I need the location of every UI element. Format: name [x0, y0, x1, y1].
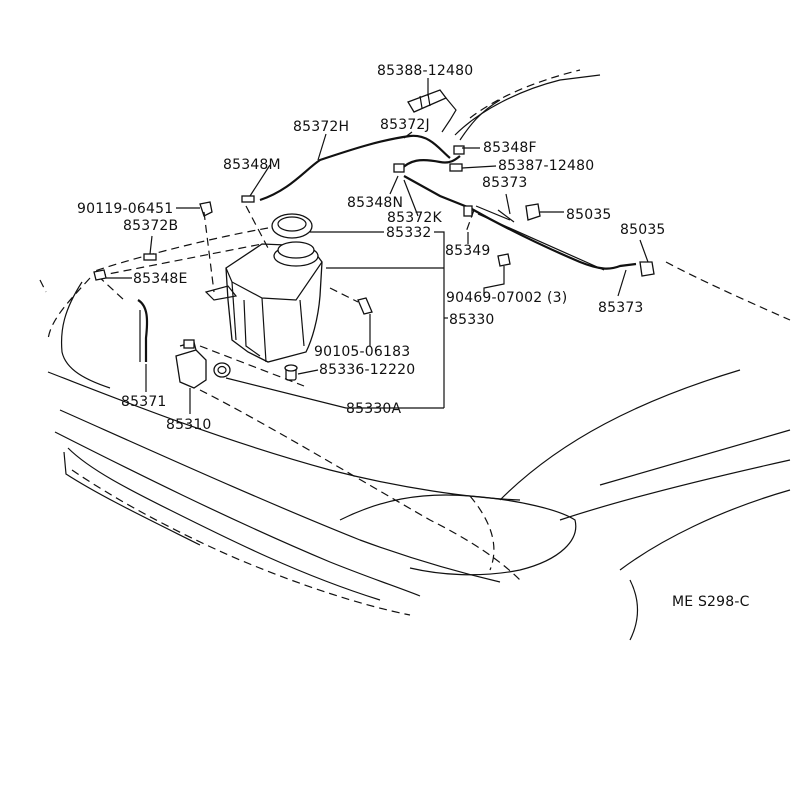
nozzle-85388	[407, 89, 448, 113]
washer-pump	[175, 339, 231, 389]
leader-lines	[106, 78, 649, 414]
label-85348N: 85348N	[347, 195, 403, 211]
label-85035-b: 85035	[620, 222, 666, 238]
label-85348F: 85348F	[483, 140, 537, 156]
label-85349: 85349	[445, 243, 491, 259]
fittings	[93, 89, 655, 281]
bolt	[329, 287, 373, 315]
clip-90469	[497, 253, 511, 267]
label-85330A: 85330A	[346, 401, 402, 417]
nozzle-85035-b	[639, 261, 655, 277]
label-85372H: 85372H	[293, 119, 349, 135]
label-85373-top: 85373	[482, 175, 528, 191]
label-85035-a: 85035	[566, 207, 612, 223]
label-90469-07002: 90469-07002 (3)	[446, 290, 567, 306]
washer-tank	[204, 213, 323, 363]
label-85336-12220: 85336-12220	[319, 362, 415, 378]
joint-85372B	[143, 253, 157, 261]
part-labels: 85388-12480 85372H 85372J 85348F 85348M …	[77, 63, 750, 610]
dashed-guides	[199, 205, 475, 387]
label-85330: 85330	[449, 312, 495, 328]
label-85348M: 85348M	[223, 157, 281, 173]
label-85372K: 85372K	[387, 210, 443, 226]
label-85387-12480: 85387-12480	[498, 158, 594, 174]
clip-85387	[449, 163, 463, 172]
label-85310: 85310	[166, 417, 212, 433]
label-85348E: 85348E	[133, 271, 188, 287]
car-body-outline	[39, 69, 791, 641]
label-85371: 85371	[121, 394, 167, 410]
nozzle-85035-a	[525, 203, 541, 221]
label-85332: 85332	[386, 225, 432, 241]
label-90119-06451: 90119-06451	[77, 201, 173, 217]
diagram-code: ME S298-C	[672, 594, 750, 610]
label-85388-12480: 85388-12480	[377, 63, 473, 79]
screw-90119	[199, 201, 213, 217]
grommet	[284, 364, 298, 381]
washer-hoses	[97, 134, 637, 362]
label-85372B: 85372B	[123, 218, 178, 234]
label-85372J: 85372J	[380, 117, 430, 133]
label-85373-bottom: 85373	[598, 300, 644, 316]
tank-cap	[271, 213, 313, 239]
label-90105-06183: 90105-06183	[314, 344, 410, 360]
